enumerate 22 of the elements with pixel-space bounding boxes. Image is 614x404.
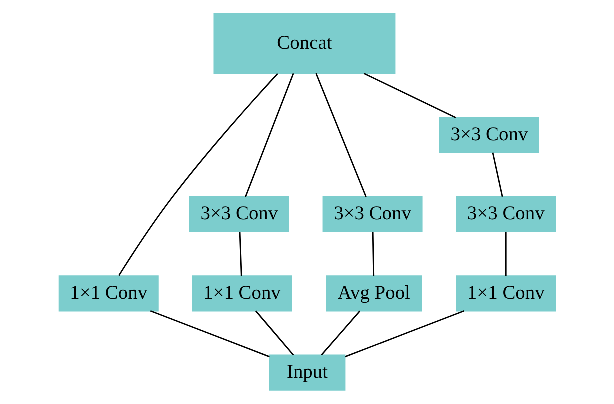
connector — [315, 73, 366, 198]
node-box: 3×3 Conv — [438, 117, 539, 154]
connector — [244, 73, 294, 198]
connector — [492, 152, 503, 198]
node-box: 3×3 Conv — [188, 196, 289, 233]
node-box: 3×3 Conv — [322, 196, 422, 233]
connector — [150, 310, 270, 358]
node-box: Input — [268, 354, 346, 391]
node-box: Concat — [213, 13, 396, 74]
connector — [504, 232, 506, 276]
connector — [372, 232, 374, 276]
node-box: 1×1 Conv — [192, 276, 292, 312]
connector — [344, 310, 464, 358]
node-box: 3×3 Conv — [456, 196, 556, 233]
connector — [238, 232, 242, 276]
node-box: 1×1 Conv — [456, 276, 556, 312]
connector — [363, 72, 456, 118]
connector — [255, 310, 294, 356]
node-box: Avg Pool — [326, 276, 422, 312]
node-box: 1×1 Conv — [58, 276, 158, 312]
connector — [118, 73, 278, 276]
connector — [320, 310, 360, 356]
